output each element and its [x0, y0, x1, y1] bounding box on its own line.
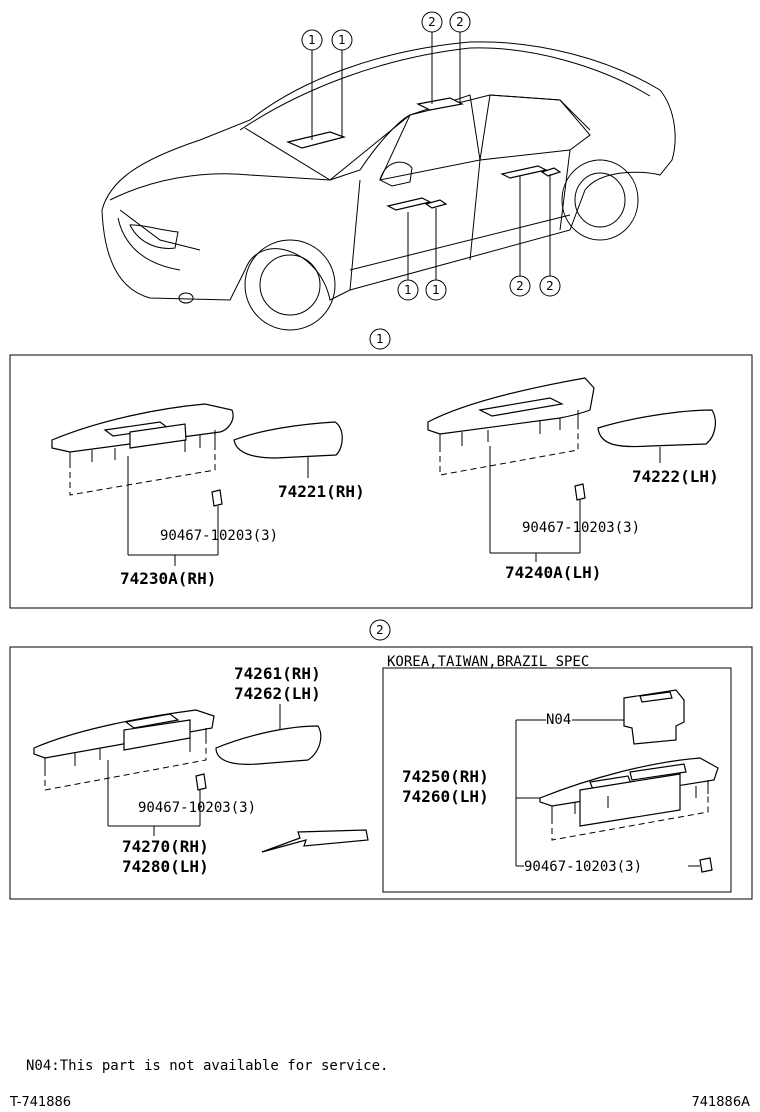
part-90467-s2-left: 90467-10203(3) [138, 800, 256, 816]
section2-inset-assembly [515, 689, 719, 873]
callout-circle-1c [397, 279, 419, 301]
footer-right-ref: 741886A [691, 1095, 750, 1110]
car-illustration [101, 41, 676, 331]
marker-front-door-1 [386, 197, 432, 211]
clip-right [574, 483, 586, 501]
callout-circle-2b [449, 11, 471, 33]
part-74230A: 74230A(RH) [120, 569, 216, 588]
section-2-label: 2 [376, 623, 384, 637]
svg-text:2: 2 [546, 279, 554, 293]
part-74262: 74262(LH) [234, 684, 321, 703]
arrow [261, 829, 369, 853]
part-74270: 74270(RH) [122, 837, 209, 856]
clip-left [211, 489, 223, 507]
section-2-callout [369, 619, 391, 641]
inset-spec-label: KOREA,TAIWAN,BRAZIL SPEC [387, 654, 589, 670]
clip-inset [699, 857, 713, 873]
part-90467-right: 90467-10203(3) [522, 520, 640, 536]
section-2-frame [9, 646, 753, 900]
part-74222: 74222(LH) [632, 467, 719, 486]
callout-circle-2c [509, 275, 531, 297]
svg-text:2: 2 [516, 279, 524, 293]
footer-left-ref: T-741886 [9, 1095, 71, 1110]
part-n04: N04 [546, 712, 571, 728]
part-90467-left: 90467-10203(3) [160, 528, 278, 544]
section2-left-assembly [33, 704, 369, 853]
callout-circle-1a [301, 29, 323, 51]
part-74240A: 74240A(LH) [505, 563, 601, 582]
part-90467-inset: 90467-10203(3) [524, 859, 642, 875]
callout-circle-2d [539, 275, 561, 297]
part-74260: 74260(LH) [402, 787, 489, 806]
cover-74221 [233, 421, 343, 459]
section-1-frame [9, 354, 753, 609]
svg-text:1: 1 [432, 283, 440, 297]
car-callouts: 1 1 2 2 1 1 2 2 [301, 11, 561, 301]
section1-right-assembly [427, 377, 716, 562]
callout-circle-1d [425, 279, 447, 301]
cover-74261 [215, 725, 322, 765]
clip-s2-left [195, 773, 207, 791]
footer-note: N04:This part is not available for servi… [26, 1058, 388, 1074]
section-1-callout [369, 328, 391, 350]
callout-circle-1b [331, 29, 353, 51]
marker-rear-dash-2 [416, 97, 464, 111]
svg-text:1: 1 [338, 33, 346, 47]
part-74280: 74280(LH) [122, 857, 209, 876]
svg-text:1: 1 [404, 283, 412, 297]
section1-left-assembly [51, 403, 343, 566]
part-74221: 74221(RH) [278, 482, 365, 501]
marker-rear-door-2 [500, 165, 548, 179]
svg-text:2: 2 [456, 15, 464, 29]
part-74261: 74261(RH) [234, 664, 321, 683]
marker-front-dash-1 [286, 131, 347, 149]
svg-text:1: 1 [308, 33, 316, 47]
callout-circle-2a [421, 11, 443, 33]
section-1-label: 1 [376, 332, 384, 346]
cover-74222 [597, 409, 716, 448]
svg-text:2: 2 [428, 15, 436, 29]
n04-part [623, 689, 685, 745]
inset-frame [382, 667, 732, 893]
part-74250: 74250(RH) [402, 767, 489, 786]
